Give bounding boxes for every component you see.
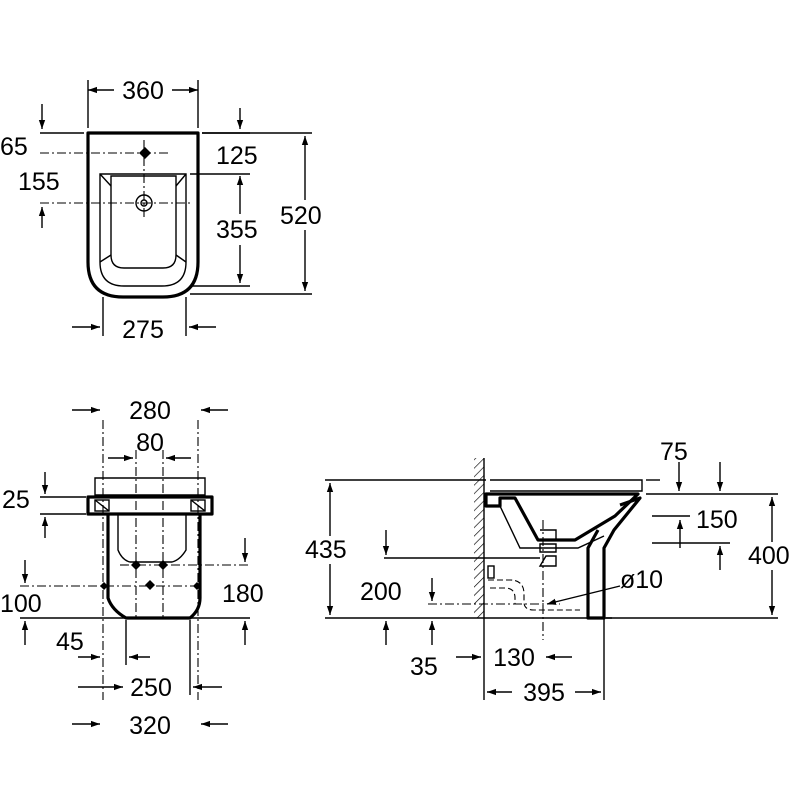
dim-seat-height: 435 [305,536,347,564]
dim-upper-hole-height: 180 [222,580,264,608]
trap-pipe [488,579,580,611]
dim-diameter: ø10 [620,566,663,594]
dim-foot-width: 250 [130,674,172,702]
dim-top-width: 360 [122,77,164,105]
dim-foot-offset: 45 [56,628,84,656]
dim-rim-depth: 75 [660,438,688,466]
dim-lower-hole-height: 100 [0,590,42,618]
dim-waste-height: 35 [410,653,438,681]
dim-fixing-span: 280 [129,397,171,425]
dim-waste-offset: 130 [493,644,535,672]
dim-base-width: 275 [122,316,164,344]
hole-icon [145,580,155,590]
front-rim [86,495,214,516]
front-seat [94,477,206,496]
mixer-icon [538,529,557,567]
wall-bracket [487,565,495,579]
side-body [484,492,640,542]
hole-icon [100,582,108,590]
dim-overall-length: 520 [280,202,322,230]
side-view: 75 150 400 435 200 ø10 35 130 [305,438,790,707]
top-view: 360 65 155 125 355 520 275 [0,77,322,344]
dim-seat-thickness: 25 [2,486,30,514]
wall [474,458,484,618]
front-view: 280 80 25 100 180 45 250 320 [0,397,264,740]
top-view-bowl-inner [110,175,177,269]
dim-outer-width: 320 [129,712,171,740]
dim-rim-height: 150 [696,506,738,534]
dim-bolt-spacing: 80 [136,429,164,457]
bolt-hole-left-icon [94,499,110,512]
dim-top-offset: 65 [0,133,28,161]
dim-rim-offset: 125 [216,142,258,170]
dim-bowl-depth: 355 [216,216,258,244]
dim-inlet-height: 200 [360,578,402,606]
dim-overall-depth: 395 [523,679,565,707]
dim-tap-offset: 155 [18,168,60,196]
side-seat [490,479,643,492]
dim-overall-height: 400 [748,542,790,570]
top-view-outline [86,131,200,299]
top-view-bowl [99,173,187,287]
